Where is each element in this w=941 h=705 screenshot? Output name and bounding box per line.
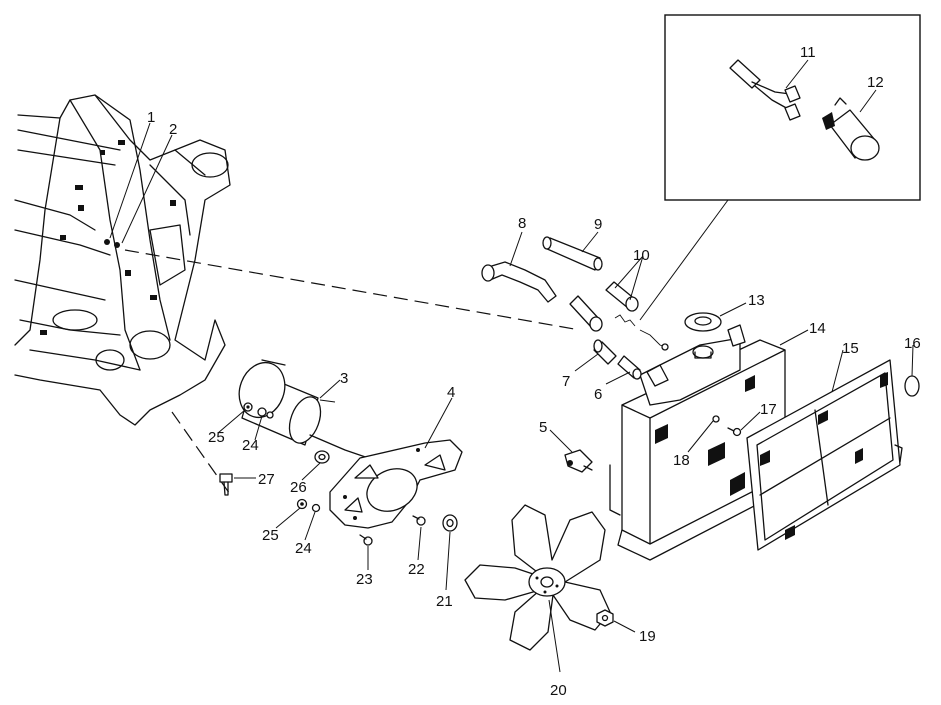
callout-17: 17 [760,401,777,418]
fan-bracket-plate [329,439,463,529]
callout-24-lower: 24 [295,540,312,557]
callout-3: 3 [340,370,348,387]
callout-22: 22 [408,561,425,578]
spacer-26 [314,450,330,464]
callout-13: 13 [748,292,765,309]
vehicle-frame [14,94,231,426]
callout-9: 9 [594,216,602,233]
callout-15: 15 [842,340,859,357]
hardware-24-25-upper [243,402,274,419]
screw-23 [359,534,373,546]
wire-harness-11 [729,59,801,121]
callout-11: 11 [800,44,816,61]
callout-5: 5 [539,419,547,436]
switch-inset-box [639,14,921,321]
callout-18: 18 [673,452,690,469]
callout-2: 2 [169,121,177,138]
fan-blade [464,504,611,651]
callout-6: 6 [594,386,602,403]
fitting-10 [569,281,669,351]
callout-25-upper: 25 [208,429,225,446]
callout-4: 4 [447,384,455,401]
screw-22 [412,515,426,526]
screw-17 [727,427,742,437]
callout-8: 8 [518,215,526,232]
callout-7: 7 [562,373,570,390]
callout-21: 21 [436,593,453,610]
hose-8 [481,261,557,303]
spacer-21 [442,514,458,532]
o-ring [904,375,920,397]
radiator [609,324,786,561]
callout-10: 10 [633,247,650,264]
hardware-24-25-lower [296,498,321,513]
callout-12: 12 [867,74,884,91]
callout-16: 16 [904,335,921,352]
callout-19: 19 [639,628,656,645]
fitting-6 [617,355,642,380]
screw-27 [219,473,233,496]
callout-25-lower: 25 [262,527,279,544]
callout-27: 27 [258,471,275,488]
callout-24-upper: 24 [242,437,259,454]
temperature-sensor [564,449,593,473]
radiator-cap [684,312,722,332]
callout-labels: 1 2 3 4 5 6 7 8 9 10 11 12 13 14 15 16 1… [147,44,921,699]
fan-switch-12 [822,97,880,161]
leader-lines [109,59,914,673]
callout-20: 20 [550,682,567,699]
nut-19 [596,609,614,627]
fitting-7 [593,339,617,365]
callout-26: 26 [290,479,307,496]
radiator-screen [746,359,903,551]
hose-9 [542,236,603,271]
callout-14: 14 [809,320,826,337]
washer-18 [712,415,720,423]
callout-1: 1 [147,109,155,126]
callout-23: 23 [356,571,373,588]
